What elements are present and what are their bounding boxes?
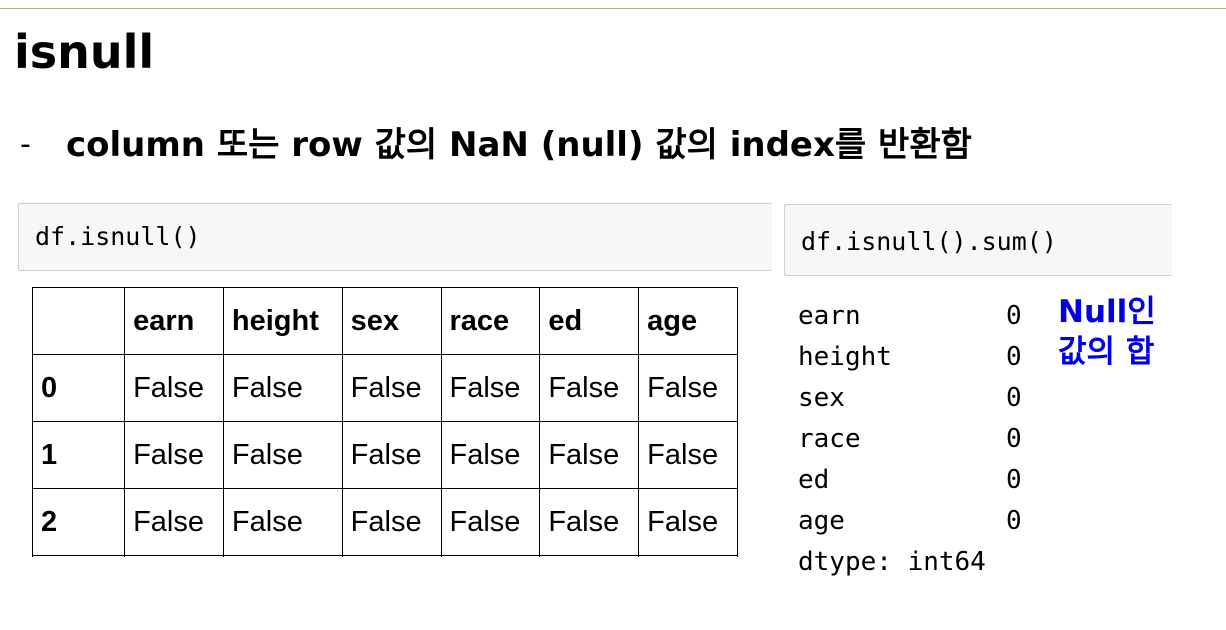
- table-cell: False: [341, 354, 442, 422]
- sum-row: ed 0: [798, 460, 1038, 501]
- table-cell: False: [222, 354, 343, 422]
- table-cell: False: [222, 421, 343, 489]
- table-cell: [124, 555, 224, 557]
- row-index: [32, 555, 126, 557]
- dataframe-output: earn height sex race ed age 0 False Fals…: [32, 287, 738, 557]
- index-header: [32, 287, 126, 355]
- sum-row: age 0: [798, 501, 1038, 542]
- table-cell: False: [341, 488, 442, 556]
- table-cell: False: [124, 488, 224, 556]
- row-index: 2: [32, 488, 126, 556]
- code-text: df.isnull(): [35, 222, 201, 251]
- table-cell: False: [440, 488, 541, 556]
- table-cell: False: [539, 354, 640, 422]
- sum-row-name: sex: [798, 383, 845, 413]
- sum-row: height 0: [798, 337, 1038, 378]
- sum-row-value: 0: [1006, 301, 1022, 331]
- sum-output: earn 0 height 0 sex 0 race 0 ed 0 age 0 …: [798, 296, 1038, 583]
- table-row: 0 False False False False False False: [32, 354, 738, 422]
- sum-row-name: earn: [798, 301, 861, 331]
- table-cell: False: [638, 421, 738, 489]
- column-header: sex: [341, 287, 442, 355]
- table-row: 1 False False False False False False: [32, 421, 738, 489]
- sum-row-value: 0: [1006, 342, 1022, 372]
- sum-row: sex 0: [798, 378, 1038, 419]
- table-cell: [440, 555, 541, 557]
- table-header-row: earn height sex race ed age: [32, 287, 738, 355]
- sum-row-name: ed: [798, 465, 830, 495]
- table-cell: False: [638, 488, 738, 556]
- sum-row-value: 0: [1006, 506, 1022, 536]
- column-header: race: [440, 287, 541, 355]
- row-index: 0: [32, 354, 126, 422]
- slide-subtitle: column 또는 row 값의 NaN (null) 값의 index를 반환…: [66, 125, 972, 165]
- sum-row-name: race: [798, 424, 861, 454]
- code-text: df.isnull().sum(): [801, 227, 1057, 256]
- sum-row-value: 0: [1006, 465, 1022, 495]
- code-cell-isnull-sum[interactable]: df.isnull().sum(): [784, 204, 1172, 276]
- table-cell: [638, 555, 738, 557]
- table-cell: [222, 555, 343, 557]
- table-cell: False: [638, 354, 738, 422]
- table-cell: False: [124, 354, 224, 422]
- table-cell: False: [440, 354, 541, 422]
- isnull-table: earn height sex race ed age 0 False Fals…: [32, 287, 738, 557]
- row-index: 1: [32, 421, 126, 489]
- table-cell: False: [539, 421, 640, 489]
- code-cell-isnull[interactable]: df.isnull(): [18, 203, 772, 271]
- sum-row: earn 0: [798, 296, 1038, 337]
- table-cell: False: [124, 421, 224, 489]
- sum-row-value: 0: [1006, 424, 1022, 454]
- sum-row-value: 0: [1006, 383, 1022, 413]
- column-header: ed: [539, 287, 640, 355]
- table-row: 2 False False False False False False: [32, 488, 738, 556]
- table-cell: False: [341, 421, 442, 489]
- sum-row-name: age: [798, 506, 845, 536]
- column-header: age: [638, 287, 738, 355]
- table-cell: [539, 555, 640, 557]
- column-header: earn: [124, 287, 224, 355]
- sum-row-name: height: [798, 342, 892, 372]
- annotation-line: 값의 합: [1058, 334, 1155, 370]
- sum-row: race 0: [798, 419, 1038, 460]
- table-cell: False: [539, 488, 640, 556]
- top-divider: [0, 8, 1226, 9]
- table-cell: False: [222, 488, 343, 556]
- annotation-line: Null인: [1058, 294, 1156, 330]
- null-sum-annotation: Null인 값의 합: [1058, 292, 1156, 372]
- table-row-truncated: [32, 555, 738, 557]
- table-cell: False: [440, 421, 541, 489]
- table-cell: [341, 555, 442, 557]
- dtype-line: dtype: int64: [798, 547, 986, 577]
- column-header: height: [222, 287, 343, 355]
- slide-title: isnull: [14, 25, 155, 79]
- bullet-dash: -: [20, 127, 31, 162]
